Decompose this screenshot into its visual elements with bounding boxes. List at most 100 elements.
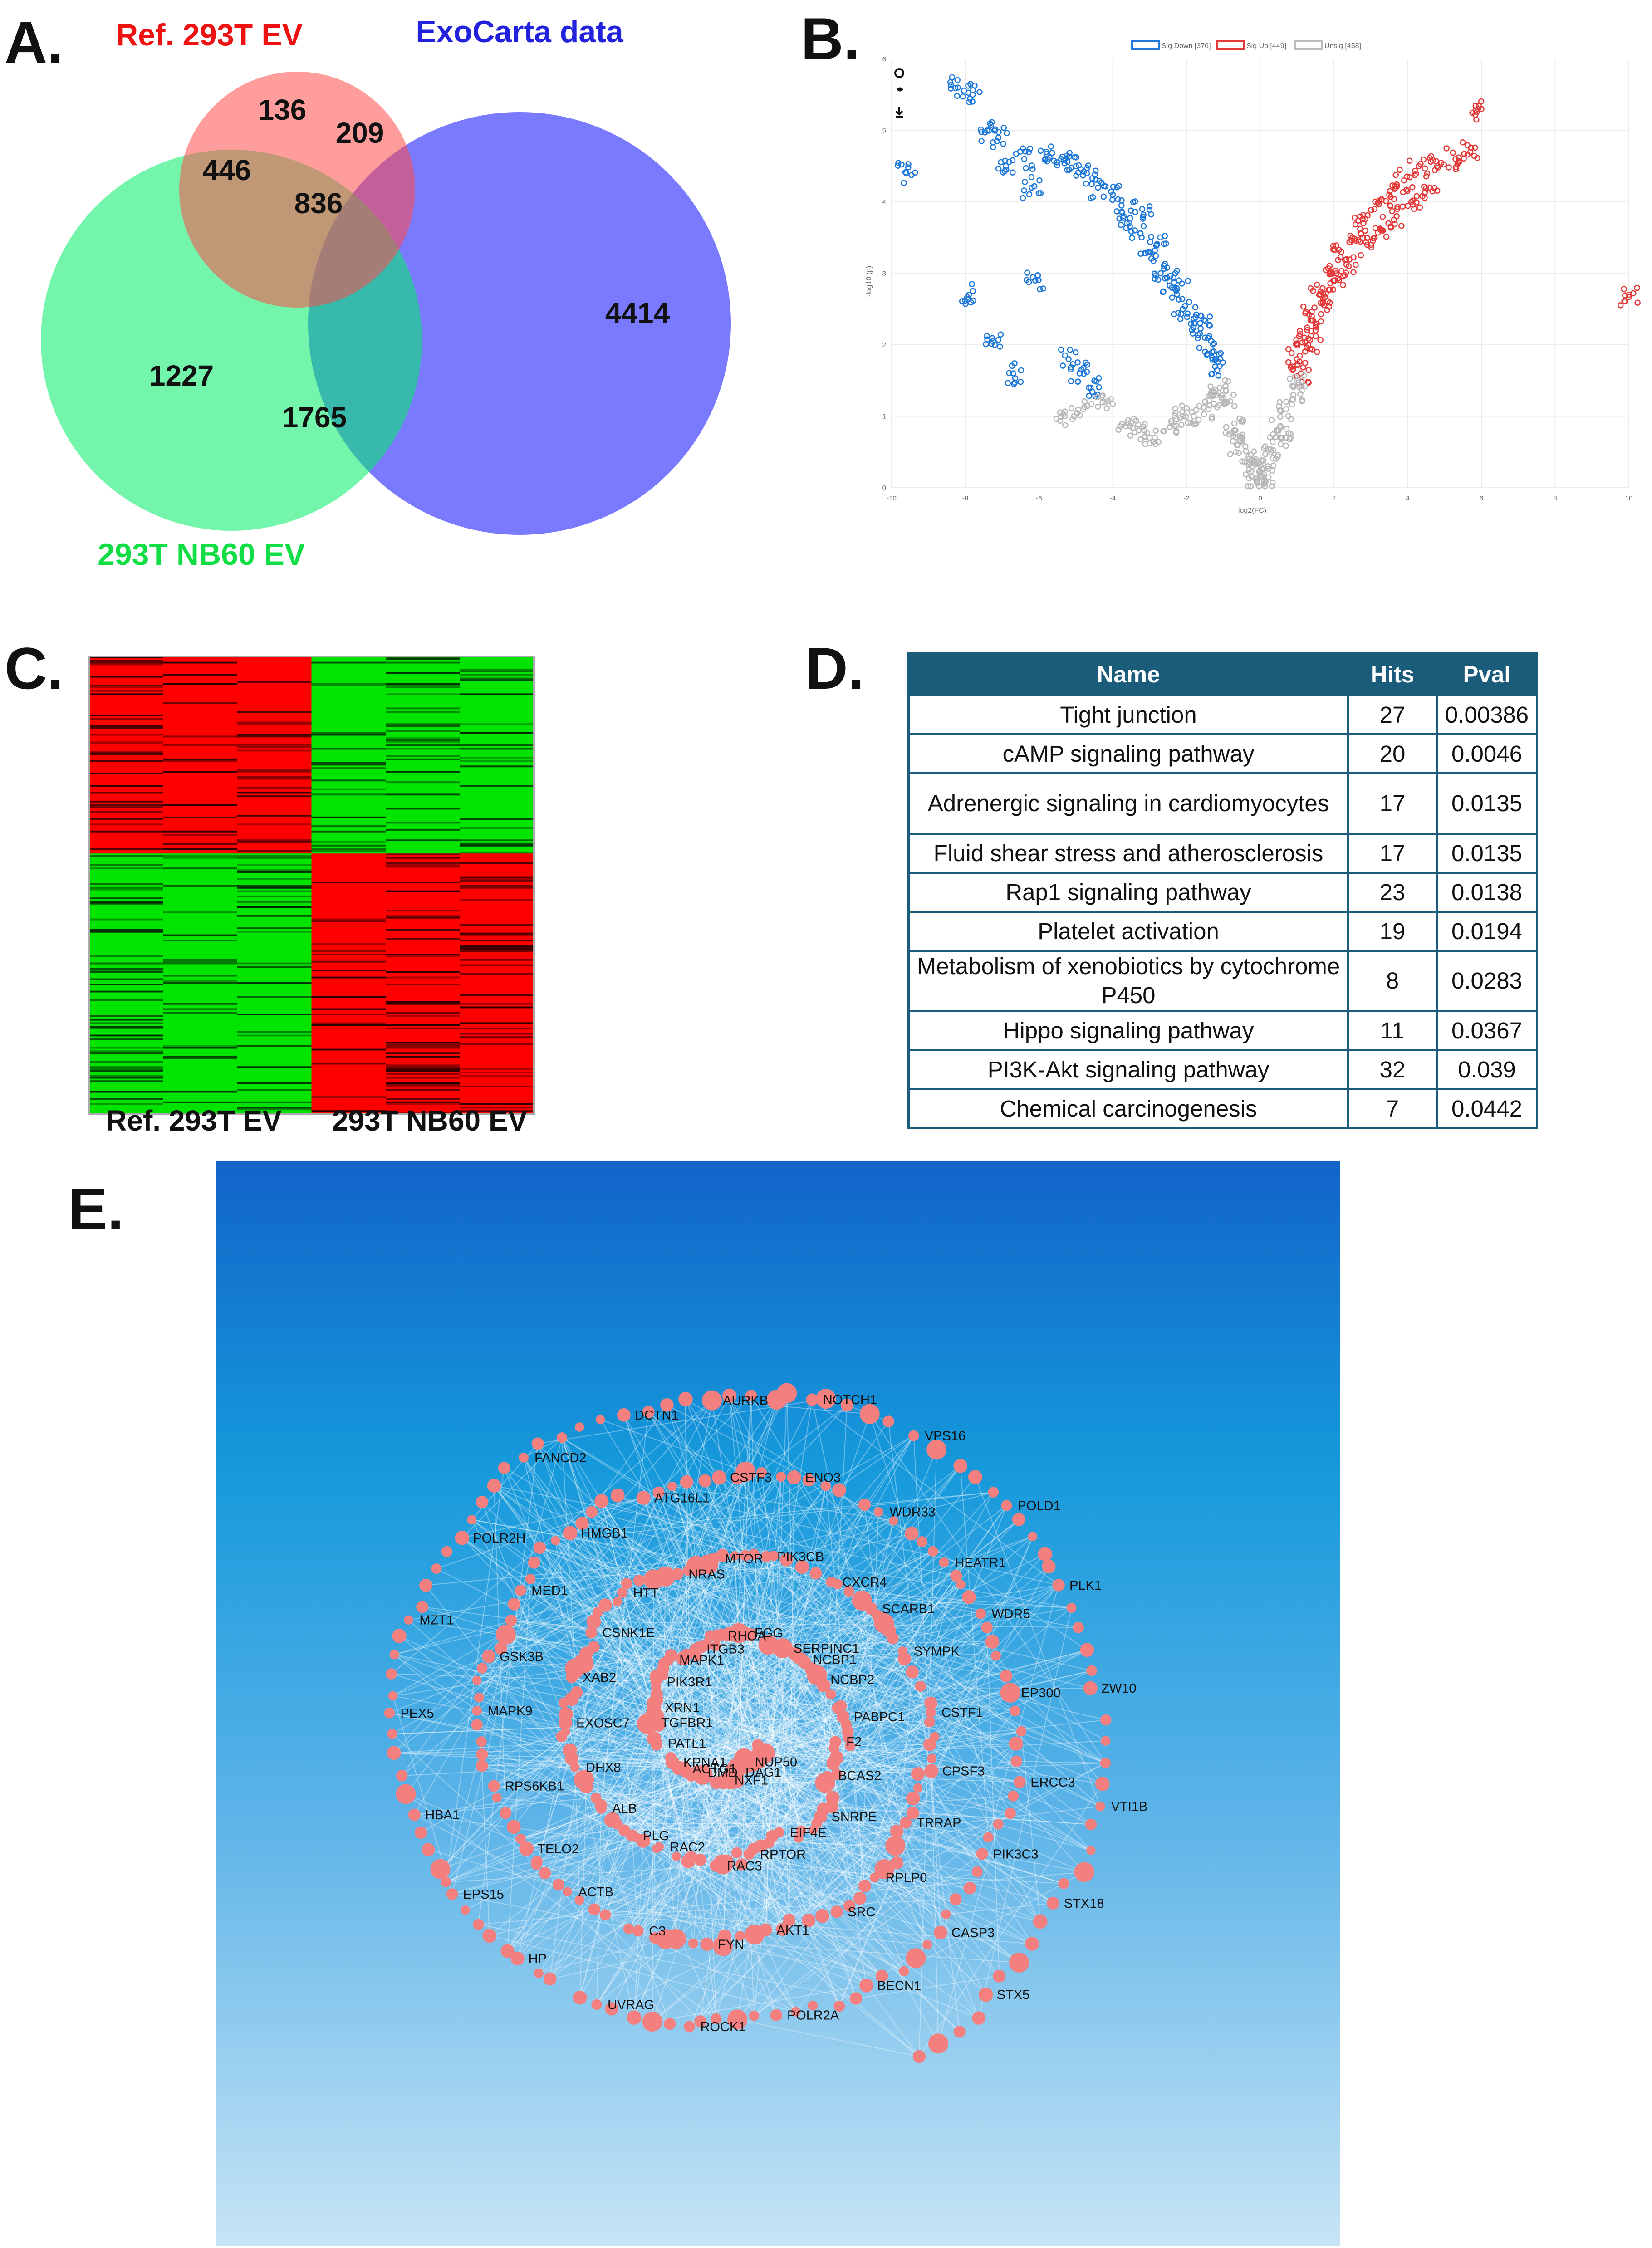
reset-icon[interactable]	[895, 69, 903, 77]
network-node[interactable]	[968, 1470, 982, 1484]
network-node[interactable]	[906, 1665, 919, 1679]
network-node[interactable]	[492, 1793, 501, 1802]
network-node[interactable]	[981, 1622, 993, 1633]
network-node[interactable]	[678, 1392, 693, 1406]
eye-icon[interactable]	[897, 88, 903, 92]
network-node[interactable]	[928, 2033, 948, 2053]
network-node[interactable]	[956, 1580, 966, 1589]
network-node[interactable]	[637, 1491, 651, 1505]
network-node[interactable]	[430, 1859, 450, 1879]
network-node[interactable]	[642, 2012, 662, 2032]
network-node[interactable]	[539, 1867, 551, 1879]
network-node[interactable]	[386, 1668, 397, 1679]
network-node[interactable]	[1095, 1777, 1110, 1791]
network-node[interactable]	[505, 1615, 517, 1626]
network-node[interactable]	[770, 2009, 783, 2021]
network-node[interactable]	[617, 1408, 631, 1422]
network-node[interactable]	[667, 1482, 677, 1491]
network-node[interactable]	[906, 1948, 926, 1968]
network-node[interactable]	[476, 1496, 489, 1508]
network-node[interactable]	[467, 1515, 476, 1524]
network-node[interactable]	[482, 1650, 495, 1663]
network-node[interactable]	[1010, 1706, 1020, 1716]
network-node[interactable]	[1028, 1532, 1037, 1541]
network-node[interactable]	[487, 1479, 501, 1493]
network-node[interactable]	[551, 1536, 560, 1545]
network-node[interactable]	[476, 1759, 488, 1772]
network-node[interactable]	[563, 1744, 577, 1758]
network-node[interactable]	[477, 1663, 488, 1674]
network-node[interactable]	[389, 1650, 399, 1659]
network-node[interactable]	[906, 1792, 920, 1806]
network-node[interactable]	[993, 1970, 1005, 1983]
network-node[interactable]	[404, 1615, 413, 1624]
network-node[interactable]	[924, 1717, 935, 1728]
network-node[interactable]	[571, 1686, 583, 1699]
network-node[interactable]	[515, 1834, 526, 1844]
network-node[interactable]	[972, 1866, 983, 1877]
network-node[interactable]	[498, 1462, 510, 1474]
network-node[interactable]	[1101, 1736, 1110, 1745]
network-node[interactable]	[1042, 1560, 1055, 1573]
network-node[interactable]	[941, 1910, 951, 1919]
network-node[interactable]	[899, 1966, 909, 1976]
network-node[interactable]	[953, 1459, 967, 1473]
network-node[interactable]	[633, 1575, 645, 1587]
network-node[interactable]	[544, 1973, 556, 1985]
network-node[interactable]	[422, 1843, 435, 1856]
network-node[interactable]	[419, 1579, 432, 1592]
network-node[interactable]	[665, 1752, 676, 1763]
network-node[interactable]	[684, 2021, 695, 2033]
network-node[interactable]	[815, 1773, 835, 1793]
network-node[interactable]	[913, 2050, 926, 2063]
network-node[interactable]	[392, 1629, 406, 1643]
network-node[interactable]	[594, 1494, 608, 1508]
network-node[interactable]	[613, 1597, 622, 1606]
network-node[interactable]	[826, 1756, 840, 1770]
network-node[interactable]	[500, 1944, 514, 1958]
network-node[interactable]	[416, 1601, 428, 1613]
network-node[interactable]	[591, 1999, 602, 2010]
network-node[interactable]	[745, 1925, 765, 1944]
network-node[interactable]	[525, 1574, 536, 1584]
network-node[interactable]	[850, 1992, 863, 2005]
network-node[interactable]	[858, 1499, 870, 1511]
network-node[interactable]	[913, 1783, 922, 1793]
network-node[interactable]	[1073, 1622, 1084, 1633]
network-node[interactable]	[1011, 1756, 1023, 1768]
network-node[interactable]	[809, 1567, 822, 1579]
network-node[interactable]	[1008, 1791, 1019, 1802]
network-node[interactable]	[476, 1736, 486, 1747]
network-node[interactable]	[446, 1888, 458, 1900]
network-node[interactable]	[939, 1557, 949, 1567]
network-node[interactable]	[415, 1827, 427, 1839]
network-node[interactable]	[632, 1925, 644, 1937]
network-node[interactable]	[1095, 1802, 1105, 1811]
network-node[interactable]	[731, 1847, 742, 1858]
network-node[interactable]	[917, 1536, 927, 1547]
network-node[interactable]	[832, 1579, 843, 1589]
network-node[interactable]	[1025, 1937, 1039, 1951]
network-node[interactable]	[1016, 1726, 1027, 1737]
network-node[interactable]	[777, 1383, 797, 1403]
network-node[interactable]	[702, 1391, 722, 1411]
network-node[interactable]	[953, 2026, 965, 2037]
network-node[interactable]	[472, 1706, 482, 1716]
network-node[interactable]	[488, 1780, 500, 1792]
network-node[interactable]	[1085, 1819, 1097, 1830]
network-node[interactable]	[749, 2011, 760, 2021]
network-node[interactable]	[885, 1836, 905, 1856]
network-node[interactable]	[384, 1708, 395, 1719]
network-node[interactable]	[472, 1676, 481, 1685]
network-node[interactable]	[461, 1905, 470, 1915]
network-node[interactable]	[698, 1474, 711, 1488]
network-node[interactable]	[993, 1819, 1004, 1830]
network-node[interactable]	[500, 1807, 511, 1819]
network-node[interactable]	[476, 1748, 488, 1760]
network-node[interactable]	[832, 1483, 846, 1497]
network-node[interactable]	[1074, 1862, 1094, 1882]
network-node[interactable]	[1100, 1714, 1111, 1725]
network-node[interactable]	[617, 1587, 627, 1598]
network-node[interactable]	[623, 1924, 634, 1935]
network-node[interactable]	[905, 1527, 918, 1540]
